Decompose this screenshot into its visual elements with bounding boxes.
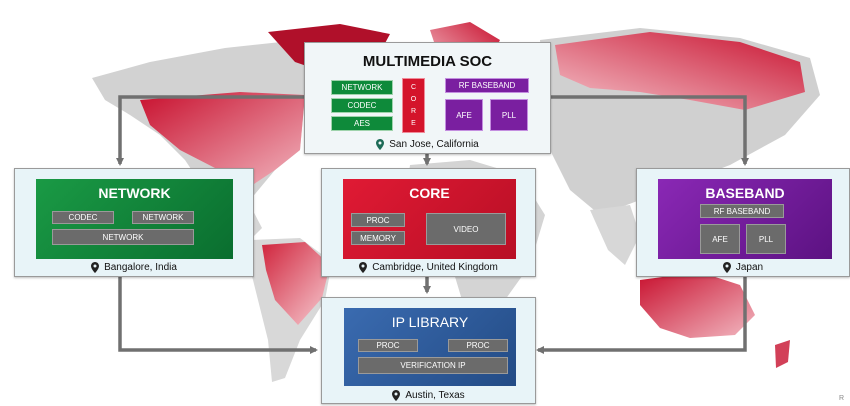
ip-library-proc-left-block: PROC (358, 339, 418, 352)
core-video-block: VIDEO (426, 213, 506, 245)
network-network-block: NETWORK (132, 211, 194, 224)
soc-core-letter: C (410, 84, 417, 92)
location-pin-icon (392, 390, 401, 401)
location-pin-icon (376, 139, 385, 150)
multimedia-soc-card: MULTIMEDIA SOC NETWORK CODEC AES C O R E… (304, 42, 551, 154)
map-russia (555, 32, 805, 110)
ip-library-title: IP LIBRARY (391, 314, 469, 330)
location-label: Bangalore, India (104, 262, 177, 273)
soc-afe-block: AFE (445, 99, 483, 131)
corner-mark: R (838, 395, 844, 402)
map-new-zealand (775, 340, 790, 368)
multimedia-soc-panel: NETWORK CODEC AES C O R E RF BASEBAND AF… (325, 75, 530, 173)
soc-aes-block: AES (331, 116, 393, 131)
network-title: NETWORK (98, 185, 171, 201)
network-codec-block: CODEC (52, 211, 114, 224)
location-label: Austin, Texas (405, 390, 465, 401)
soc-network-block: NETWORK (331, 80, 393, 95)
baseband-title: BASEBAND (705, 185, 785, 201)
baseband-rf-block: RF BASEBAND (700, 204, 784, 218)
multimedia-soc-location: San Jose, California (305, 139, 550, 150)
soc-rf-baseband-block: RF BASEBAND (445, 78, 529, 93)
location-label: San Jose, California (389, 139, 479, 150)
location-label: Japan (735, 262, 764, 273)
location-pin-icon (359, 262, 368, 273)
baseband-pll-block: PLL (746, 224, 786, 254)
network-location: Bangalore, India (15, 262, 253, 273)
ip-library-panel: IP LIBRARY PROC PROC VERIFICATION IP (344, 308, 516, 386)
network-panel: NETWORK CODEC NETWORK NETWORK (36, 179, 233, 259)
baseband-panel: BASEBAND RF BASEBAND AFE PLL (658, 179, 832, 259)
map-australia (640, 272, 755, 338)
location-pin-icon (91, 262, 100, 273)
baseband-location: Japan (637, 262, 849, 273)
location-label: Cambridge, United Kingdom (372, 262, 498, 273)
baseband-afe-block: AFE (700, 224, 740, 254)
ip-library-verification-block: VERIFICATION IP (358, 357, 508, 374)
soc-core-block: C O R E (402, 78, 425, 133)
soc-core-letter: O (410, 96, 417, 104)
core-proc-block: PROC (351, 213, 405, 227)
ip-library-location: Austin, Texas (322, 390, 535, 401)
map-india (590, 205, 640, 265)
location-pin-icon (722, 262, 731, 273)
ip-library-proc-right-block: PROC (448, 339, 508, 352)
baseband-card: BASEBAND RF BASEBAND AFE PLL Japan (636, 168, 850, 277)
soc-core-letter: E (411, 119, 416, 127)
network-card: NETWORK CODEC NETWORK NETWORK Bangalore,… (14, 168, 254, 277)
core-panel: CORE PROC MEMORY VIDEO (343, 179, 516, 259)
core-memory-block: MEMORY (351, 231, 405, 245)
core-location: Cambridge, United Kingdom (322, 262, 535, 273)
network-network-wide-block: NETWORK (52, 229, 194, 245)
multimedia-soc-title: MULTIMEDIA SOC (362, 53, 493, 70)
core-title: CORE (409, 185, 450, 201)
soc-pll-block: PLL (490, 99, 528, 131)
soc-codec-block: CODEC (331, 98, 393, 113)
core-card: CORE PROC MEMORY VIDEO Cambridge, United… (321, 168, 536, 277)
soc-core-letter: R (410, 107, 417, 115)
ip-library-card: IP LIBRARY PROC PROC VERIFICATION IP Aus… (321, 297, 536, 404)
